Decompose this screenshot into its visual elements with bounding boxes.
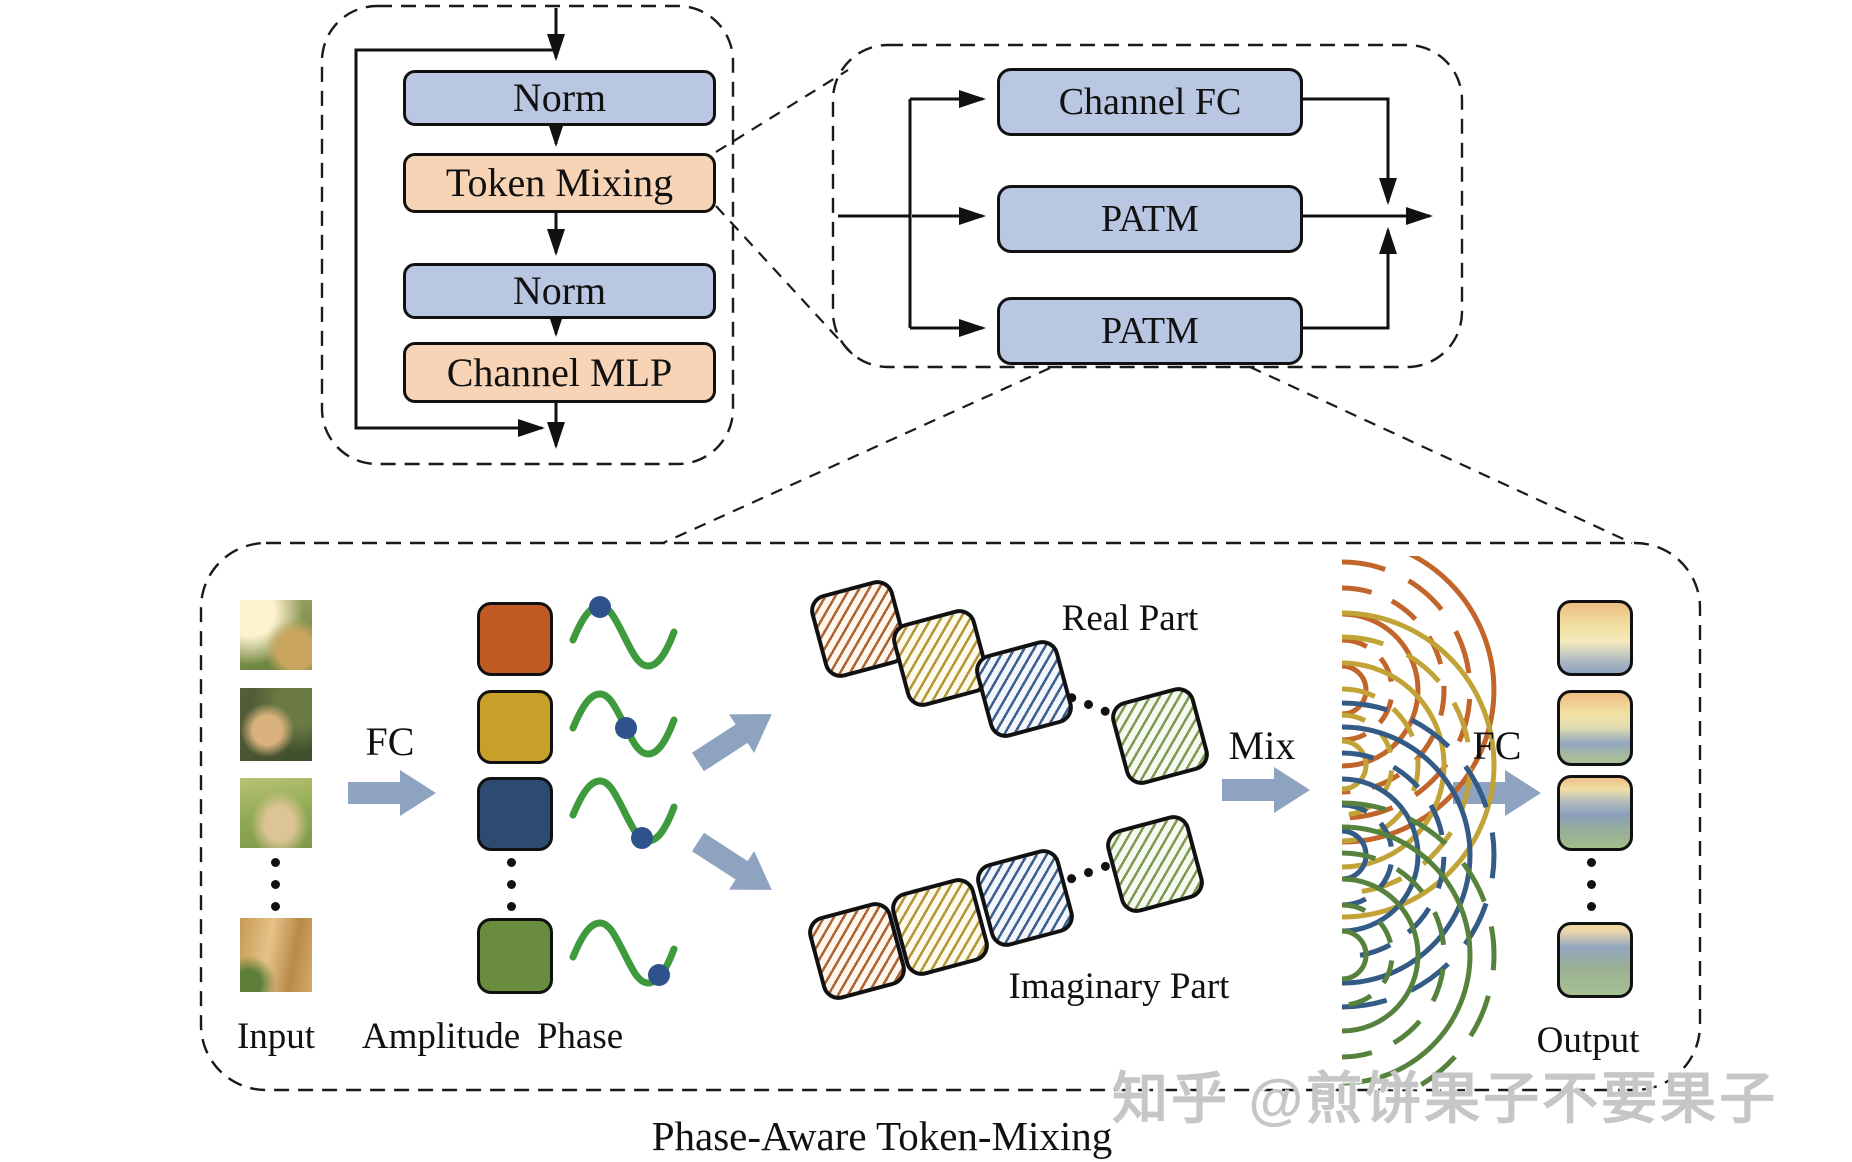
- watermark-text: 知乎 @煎饼果子不要果子: [1112, 1067, 1779, 1130]
- fc-right-arrow: [1453, 770, 1541, 816]
- input-label: Input: [236, 1016, 316, 1057]
- to-real-arrow: [692, 714, 772, 772]
- encoder-token-mixing-label: Token Mixing: [445, 160, 674, 205]
- figure-caption: Phase-Aware Token-Mixing: [651, 1113, 1113, 1159]
- patm1-label: PATM: [1101, 198, 1199, 240]
- projection-line-bottom: [715, 205, 857, 359]
- input-image-2: [240, 688, 312, 761]
- projection-line-right: [1249, 366, 1633, 544]
- output-square-1: [1557, 600, 1633, 676]
- phase-dot-icons: [589, 596, 670, 986]
- amplitude-label: Amplitude: [361, 1016, 521, 1057]
- encoder-channel-mlp-box: Channel MLP: [403, 342, 716, 403]
- output-square-4: [1557, 922, 1633, 998]
- phase-label: Phase: [536, 1016, 624, 1057]
- interference-green: [1341, 800, 1497, 1090]
- encoder-norm1-label: Norm: [512, 75, 607, 120]
- encoder-token-mixing-box: Token Mixing: [403, 153, 716, 213]
- channel-fc-box: Channel FC: [997, 68, 1303, 136]
- fc-left-label: FC: [365, 719, 415, 764]
- interference-waves-icon: [1341, 556, 1497, 1090]
- projection-lines: [662, 69, 1633, 545]
- amplitude-ellipsis: [507, 858, 516, 911]
- fc-left-arrow: [348, 770, 436, 816]
- input-image-4: [240, 918, 312, 992]
- phase-wave-icons: [569, 602, 678, 987]
- amplitude-square-2: [477, 690, 553, 764]
- encoder-norm2-label: Norm: [512, 268, 607, 313]
- input-image-1: [240, 600, 312, 670]
- projection-line-left: [662, 366, 1051, 545]
- encoder-norm1-box: Norm: [403, 70, 716, 126]
- patm-branch-arrows: [838, 90, 1433, 337]
- projection-line-top: [715, 69, 849, 153]
- amplitude-square-4: [477, 918, 553, 994]
- gray-flow-arrows: [348, 714, 1541, 890]
- encoder-flow-arrows: [354, 8, 565, 449]
- token-mixing-outline: [831, 43, 1464, 369]
- patm1-box: PATM: [997, 185, 1303, 253]
- real-part-label: Real Part: [1061, 598, 1199, 639]
- output-label: Output: [1536, 1020, 1640, 1061]
- encoder-norm2-box: Norm: [403, 263, 716, 319]
- phase-wave-3-icon: [569, 777, 678, 845]
- amplitude-square-1: [477, 602, 553, 676]
- patm2-box: PATM: [997, 297, 1303, 365]
- encoder-outline: [320, 4, 735, 466]
- mix-label: Mix: [1228, 723, 1296, 768]
- phase-wave-1-icon: [569, 602, 678, 670]
- channel-fc-label: Channel FC: [1058, 81, 1242, 123]
- input-ellipsis: [271, 858, 280, 911]
- patm-outline: [199, 541, 1702, 1092]
- output-square-3: [1557, 775, 1633, 851]
- fc-right-label: FC: [1472, 723, 1522, 768]
- amplitude-square-3: [477, 777, 553, 851]
- mix-arrow: [1222, 767, 1310, 813]
- input-image-3: [240, 778, 312, 848]
- output-ellipsis: [1587, 858, 1596, 911]
- patm2-label: PATM: [1101, 310, 1199, 352]
- encoder-channel-mlp-label: Channel MLP: [446, 349, 673, 395]
- output-square-2: [1557, 690, 1633, 766]
- imaginary-part-label: Imaginary Part: [1008, 966, 1230, 1007]
- to-imaginary-arrow: [692, 832, 772, 890]
